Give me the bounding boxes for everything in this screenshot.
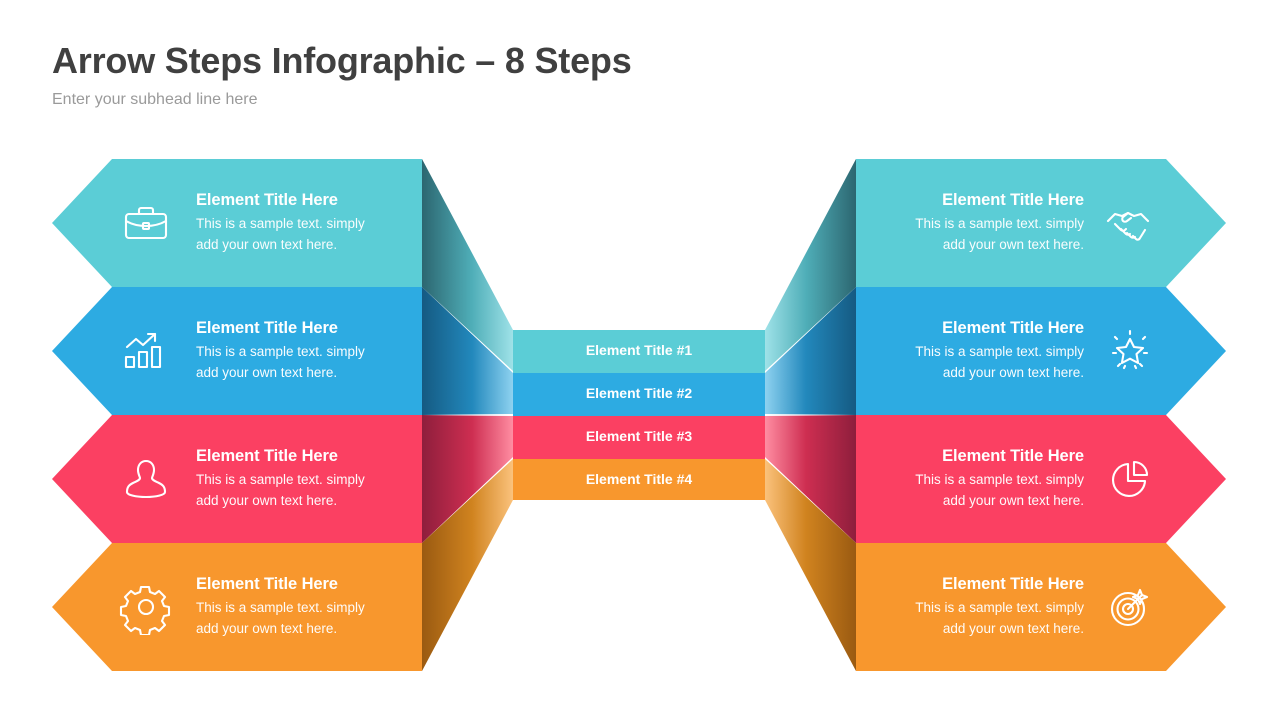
- right-row-2-text: Element Title Here This is a sample text…: [869, 318, 1084, 383]
- center-bar-3-label[interactable]: Element Title #3: [585, 428, 693, 444]
- center-bar-1-label[interactable]: Element Title #1: [585, 342, 693, 358]
- right-arrow-shapes: [856, 159, 1226, 671]
- left-row-3-desc-line2: add your own text here.: [196, 492, 338, 508]
- right-row-1-text: Element Title Here This is a sample text…: [869, 190, 1084, 255]
- right-row-4-title: Element Title Here: [942, 575, 1084, 593]
- center-bar-2[interactable]: [513, 373, 765, 416]
- handshake-icon: [1102, 195, 1158, 251]
- left-arrow-shapes: [52, 159, 422, 671]
- right-row-3-title: Element Title Here: [942, 447, 1084, 465]
- left-row-1-desc-line2: add your own text here.: [196, 236, 338, 252]
- right-ribbon-2: [765, 287, 856, 415]
- left-arrow-1[interactable]: [52, 159, 422, 287]
- pie-chart-icon: [1102, 451, 1158, 507]
- right-arrow-3[interactable]: [856, 415, 1226, 543]
- right-row-1-desc-line2: add your own text here.: [942, 236, 1084, 252]
- right-row-3-text: Element Title Here This is a sample text…: [869, 446, 1084, 511]
- left-row-1-title: Element Title Here: [196, 191, 338, 209]
- right-ribbon-3: [765, 415, 856, 543]
- center-bar-2-label[interactable]: Element Title #2: [585, 385, 693, 401]
- right-ribbon-1: [765, 159, 856, 371]
- center-bar-4-label[interactable]: Element Title #4: [585, 471, 693, 487]
- left-ribbon-2: [422, 287, 513, 415]
- left-arrow-2[interactable]: [52, 287, 422, 415]
- left-row-3-desc-line1: This is a sample text. simply: [196, 471, 365, 487]
- left-ribbon-4: [422, 459, 513, 671]
- right-arrow-4[interactable]: [856, 543, 1226, 671]
- left-row-2-desc-line1: This is a sample text. simply: [196, 343, 365, 359]
- right-row-2-desc-line1: This is a sample text. simply: [915, 343, 1084, 359]
- center-bar-4[interactable]: [513, 459, 765, 500]
- right-row-3-desc-line2: add your own text here.: [942, 492, 1084, 508]
- left-arrow-3[interactable]: [52, 415, 422, 543]
- left-row-1-text: Element Title Here This is a sample text…: [196, 190, 411, 255]
- right-ribbon-4: [765, 459, 856, 671]
- left-row-4-desc-line1: This is a sample text. simply: [196, 599, 365, 615]
- right-connector-ribbons: [765, 159, 856, 671]
- left-row-4-text: Element Title Here This is a sample text…: [196, 574, 411, 639]
- left-row-1-desc-line1: This is a sample text. simply: [196, 215, 365, 231]
- right-arrow-2[interactable]: [856, 287, 1226, 415]
- left-row-3-text: Element Title Here This is a sample text…: [196, 446, 411, 511]
- left-connector-ribbons: [422, 159, 513, 671]
- left-row-2-desc-line2: add your own text here.: [196, 364, 338, 380]
- center-bar-1[interactable]: [513, 330, 765, 373]
- sparkle-star-icon: [1102, 323, 1158, 379]
- left-row-3-title: Element Title Here: [196, 447, 338, 465]
- left-ribbon-1: [422, 159, 513, 371]
- left-row-4-title: Element Title Here: [196, 575, 338, 593]
- center-bar-shapes: [513, 330, 765, 500]
- right-row-2-desc-line2: add your own text here.: [942, 364, 1084, 380]
- header: Arrow Steps Infographic – 8 Steps Enter …: [52, 40, 952, 109]
- gear-icon: [118, 579, 174, 635]
- right-row-2-title: Element Title Here: [942, 319, 1084, 337]
- bar-chart-growth-icon: [118, 323, 174, 379]
- user-person-icon: [118, 451, 174, 507]
- briefcase-icon: [118, 195, 174, 251]
- page-title: Arrow Steps Infographic – 8 Steps: [52, 40, 632, 81]
- left-ribbon-3: [422, 415, 513, 543]
- right-arrow-1[interactable]: [856, 159, 1226, 287]
- left-row-4-desc-line2: add your own text here.: [196, 620, 338, 636]
- left-row-2-title: Element Title Here: [196, 319, 338, 337]
- right-row-1-title: Element Title Here: [942, 191, 1084, 209]
- right-row-4-text: Element Title Here This is a sample text…: [869, 574, 1084, 639]
- right-row-4-desc-line2: add your own text here.: [942, 620, 1084, 636]
- left-arrow-4[interactable]: [52, 543, 422, 671]
- center-bar-3[interactable]: [513, 416, 765, 459]
- target-arrow-icon: [1102, 579, 1158, 635]
- right-row-1-desc-line1: This is a sample text. simply: [915, 215, 1084, 231]
- right-row-3-desc-line1: This is a sample text. simply: [915, 471, 1084, 487]
- right-row-4-desc-line1: This is a sample text. simply: [915, 599, 1084, 615]
- page-subtitle: Enter your subhead line here: [52, 91, 258, 109]
- left-row-2-text: Element Title Here This is a sample text…: [196, 318, 411, 383]
